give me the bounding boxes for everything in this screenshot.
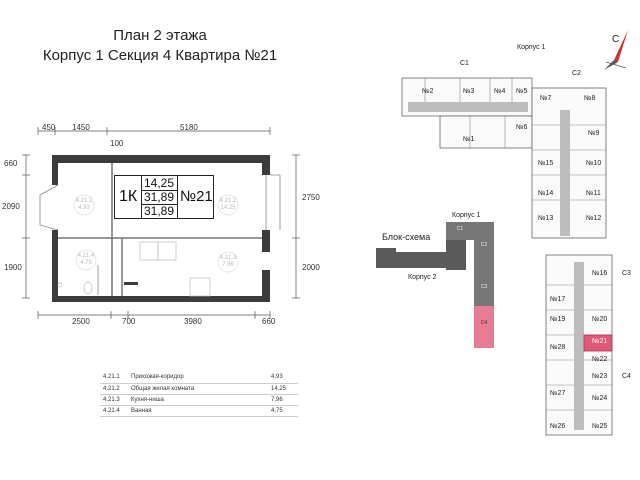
block-c4: С4 [480,320,488,326]
block-scheme-title: Блок-схема [382,232,431,242]
compass-icon [604,30,628,70]
dim-top-2: 1450 [72,123,90,132]
floor-korpus-label: Корпус 1 [517,44,546,51]
apt-label: №19 [550,316,566,323]
dim-top-3: 5180 [180,123,198,132]
apt-label: №8 [584,95,596,102]
dim-right-2: 2000 [302,263,320,272]
apt-label: №24 [592,395,608,402]
apt-label: №22 [592,356,608,363]
plan-title: План 2 этажа [113,27,207,44]
plan-subtitle: Корпус 1 Секция 4 Квартира №21 [42,47,278,64]
apt-label: №11 [586,190,601,197]
dim-right-1: 2750 [302,193,320,202]
apt-label: №13 [538,215,554,222]
dim-bottom-4: 660 [262,317,276,326]
dim-left-1: 660 [4,159,18,168]
apt-label: №9 [588,130,600,137]
section-c1-label: С1 [460,60,469,67]
apt-label: №25 [592,423,608,430]
block-c3: С3 [480,284,488,290]
section-c3-label: С3 [622,270,631,277]
apt-label: №7 [540,95,552,102]
block-c2: С2 [480,242,488,248]
apt-label: №6 [516,124,528,131]
total-area: 31,89 [144,190,175,204]
apt-label: №27 [550,390,566,397]
apt-label: №20 [592,316,608,323]
highlighted-block [474,306,494,348]
apt-label: №17 [550,296,566,303]
section-c4-label: С4 [622,373,631,380]
apt-label: №14 [538,190,554,197]
total-area-2: 31,89 [144,204,175,218]
apt-label: №12 [586,215,602,222]
dim-left-3: 1900 [4,263,22,272]
apt-label: №5 [516,88,528,95]
block-c1: С1 [456,226,464,232]
dim-bottom-2: 700 [122,317,136,326]
apt-label: №26 [550,423,566,430]
section-c2-label: С2 [572,70,581,77]
dim-bottom-1: 2500 [72,317,90,326]
highlighted-apartment [583,334,613,352]
block-korpus1-label: Корпус 1 [452,212,481,219]
dim-top-4: 100 [110,139,124,148]
apt-label: №10 [586,160,602,167]
rooms-count: 1К [119,188,138,205]
apt-label: №3 [463,88,475,95]
compass-letter: С [612,34,620,45]
dim-bottom-3: 3980 [184,317,202,326]
block-korpus2-label: Корпус 2 [408,274,437,281]
dim-top-1: 450 [42,123,56,132]
apartment-info-box: 1К 14,25 31,89 31,89 №21 [114,175,214,219]
apt-label: №28 [550,344,566,351]
apt-label: №2 [422,88,434,95]
apt-label: №23 [592,373,608,380]
apt-label-highlighted: №21 [592,338,608,345]
apt-label: №4 [494,88,506,95]
apt-label: №16 [592,270,608,277]
apt-label: №1 [463,136,475,143]
apartment-number: №21 [180,188,213,205]
apt-label: №15 [538,160,554,167]
living-area: 14,25 [144,176,175,190]
dim-left-2: 2090 [2,202,20,211]
